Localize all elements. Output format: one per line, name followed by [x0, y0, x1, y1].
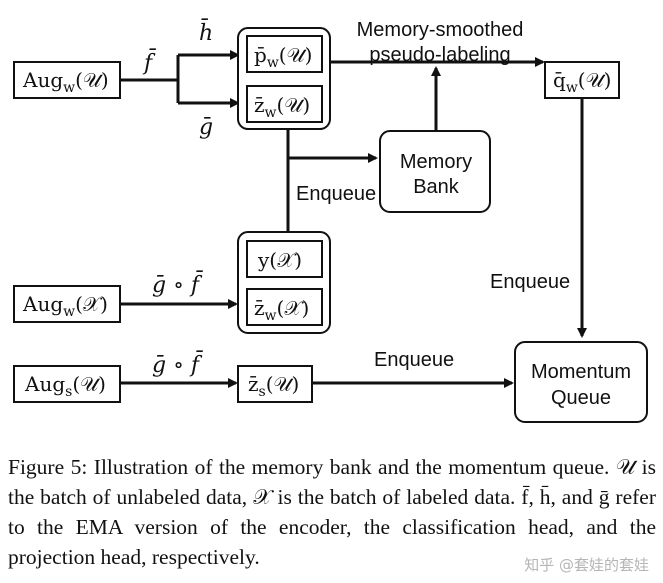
- svg-text:Augs(𝒰): Augs(𝒰): [24, 372, 106, 400]
- node-aug-w-unlabeled: Augw(𝒰): [13, 61, 121, 99]
- figure-caption: Figure 5: Illustration of the memory ban…: [8, 455, 656, 569]
- label-g-circ-f-s: ḡ ∘ f̄: [152, 350, 203, 378]
- label-pseudo-line2: pseudo-labeling: [369, 44, 510, 66]
- svg-text:Bank: Bank: [413, 176, 460, 198]
- svg-text:q̄w(𝒰): q̄w(𝒰): [553, 68, 611, 96]
- group-weak-unlabeled-outputs: p̄w(𝒰) z̄w(𝒰): [237, 27, 331, 130]
- svg-text:Augw(𝒳): Augw(𝒳): [22, 292, 108, 320]
- node-aug-w-labeled: Augw(𝒳): [13, 285, 121, 323]
- label-pseudo-line1: Memory-smoothed: [357, 19, 524, 41]
- connectors: [120, 50, 587, 388]
- node-z-strong-unlabeled: z̄s(𝒰): [237, 365, 313, 403]
- label-f-bar: f̄: [142, 48, 157, 76]
- svg-text:p̄w(𝒰): p̄w(𝒰): [254, 43, 312, 71]
- svg-text:z̄s(𝒰): z̄s(𝒰): [248, 372, 299, 400]
- node-memory-bank: Memory Bank: [379, 130, 491, 213]
- svg-text:Augw(𝒰): Augw(𝒰): [22, 68, 109, 96]
- label-h-bar: h̄: [199, 18, 213, 46]
- label-enqueue-queue-right: Enqueue: [490, 271, 570, 293]
- label-enqueue-bank: Enqueue: [296, 183, 376, 205]
- watermark: 知乎 @套娃的套娃: [524, 556, 649, 574]
- svg-text:Queue: Queue: [551, 387, 611, 409]
- svg-text:Momentum: Momentum: [531, 361, 631, 383]
- label-enqueue-queue-bottom: Enqueue: [374, 349, 454, 371]
- svg-text:Memory: Memory: [400, 151, 472, 173]
- node-momentum-queue: Momentum Queue: [514, 341, 648, 423]
- node-q-weak-unlabeled: q̄w(𝒰): [544, 61, 620, 99]
- svg-text:z̄w(𝒰): z̄w(𝒰): [254, 93, 310, 121]
- label-g-bar: ḡ: [199, 115, 213, 140]
- node-aug-s-unlabeled: Augs(𝒰): [13, 365, 121, 403]
- group-labeled-outputs: y(𝒳) z̄w(𝒳): [237, 231, 331, 334]
- svg-text:y(𝒳): y(𝒳): [257, 248, 302, 272]
- svg-text:z̄w(𝒳): z̄w(𝒳): [254, 296, 309, 324]
- label-g-circ-f-x: ḡ ∘ f̄: [152, 270, 203, 298]
- memory-bank-diagram: Augw(𝒰) Augw(𝒳) Augs(𝒰) p̄w(𝒰) z̄w(𝒰) y(…: [13, 18, 648, 423]
